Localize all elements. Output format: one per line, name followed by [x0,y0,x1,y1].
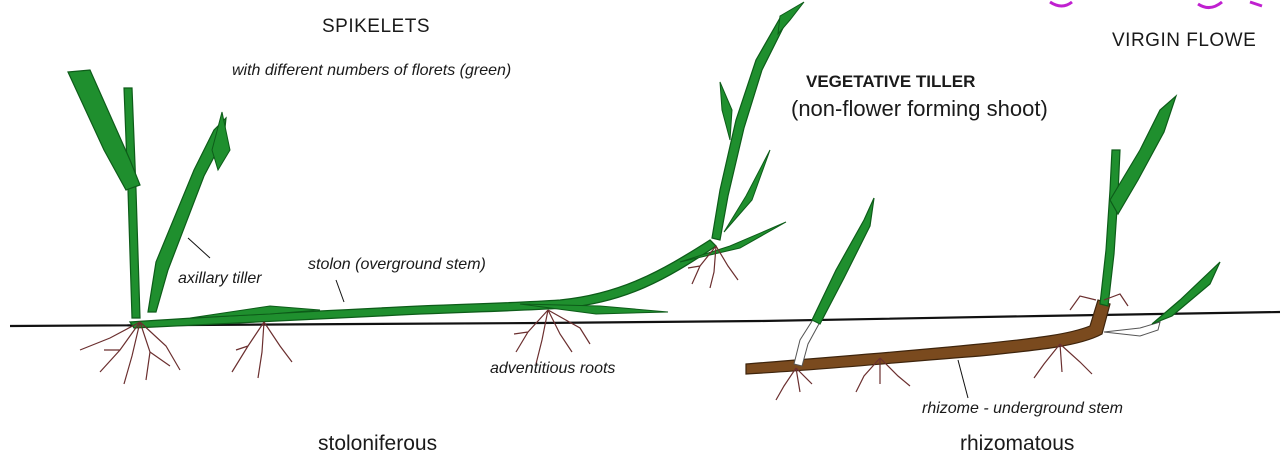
label-rhizome: rhizome - underground stem [922,400,1123,418]
rhizome-shoot-2 [1152,262,1220,324]
purple-mark [1050,2,1262,8]
label-spikelets: SPIKELETS [322,16,430,38]
rhizome-culm [1100,150,1120,306]
label-axillary-tiller: axillary tiller [178,270,262,288]
axillary-leaf [212,112,230,170]
label-rhizomatous: rhizomatous [960,432,1074,456]
vegetative-tiller [712,18,784,240]
main-culm [124,88,140,318]
vegetative-leaf-1 [720,82,732,140]
label-stolon: stolon (overground stem) [308,256,486,274]
rhizome-shoot-1 [812,198,874,324]
label-stoloniferous: stoloniferous [318,432,437,456]
label-spikelets-note: with different numbers of florets (green… [232,62,511,80]
rhizomatous-plant [746,96,1220,400]
vegetative-leaf-2 [778,2,804,34]
label-adventitious-roots: adventitious roots [490,360,615,378]
label-vegetative-note: (non-flower forming shoot) [791,96,1048,122]
rhizome-shoot-2-base [1104,322,1160,336]
label-virgin-flower: VIRGIN FLOWE [1112,30,1256,52]
stoloniferous-plant [68,2,804,384]
label-vegetative-tiller: VEGETATIVE TILLER [806,72,975,92]
